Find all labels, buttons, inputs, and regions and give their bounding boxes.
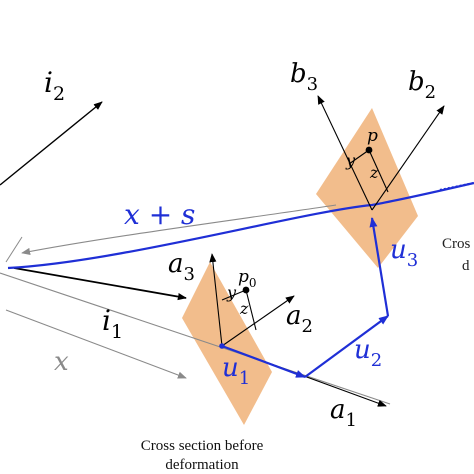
deformed-centerline — [7, 181, 474, 270]
caption-before-line1: Cross section before — [141, 438, 264, 454]
u1-displacement-arrow — [221, 344, 306, 379]
b2-axis-arrow — [371, 105, 445, 211]
x-arrow — [5, 309, 187, 379]
b2-label: b2 — [408, 67, 436, 103]
b3-axis-arrow — [317, 95, 373, 211]
i1-label: i1 — [102, 304, 123, 343]
i1-axis-arrow — [13, 267, 187, 301]
a3-axis-arrow — [209, 253, 223, 347]
cross-section-plane-before — [182, 262, 272, 425]
p0-point — [242, 286, 250, 294]
p0-offset-line-y — [221, 289, 247, 301]
y-label-after: y — [345, 151, 356, 170]
caption-after-line1: Cros — [442, 236, 471, 252]
i2-axis-arrow — [0, 101, 103, 186]
p-label: p — [367, 126, 378, 146]
a2-axis-arrow — [221, 295, 295, 347]
u3-label: u3 — [390, 235, 418, 271]
p0-label: p0 — [238, 267, 257, 290]
u1-origin-point — [219, 343, 225, 349]
reference-end-tick — [5, 236, 23, 263]
u1-label: u1 — [222, 353, 250, 389]
u2-label: u2 — [354, 335, 382, 371]
u2-displacement-arrow — [304, 315, 389, 378]
reference-axis-line — [0, 272, 391, 405]
cross-section-plane-after — [316, 108, 418, 268]
p0-offset-line-z — [245, 289, 257, 331]
u3-displacement-arrow — [369, 217, 390, 317]
x-label: x — [54, 347, 69, 377]
x-plus-s-label: x + s — [124, 198, 195, 231]
a1-label: a1 — [330, 395, 357, 431]
p-offset-line-z — [368, 149, 389, 193]
caption-after-line2: d — [462, 258, 470, 274]
b3-label: b3 — [290, 59, 318, 95]
z-label-before: z — [239, 299, 249, 318]
y-label-before: y — [226, 283, 237, 302]
a2-label: a2 — [286, 301, 313, 337]
i2-label: i2 — [44, 66, 65, 105]
a3-label: a3 — [168, 249, 195, 285]
p-point — [365, 146, 373, 154]
p-offset-line-y — [348, 149, 370, 165]
deformed-centerline-dash — [439, 181, 474, 192]
z-label-after: z — [369, 163, 379, 182]
caption-before-line2: deformation — [165, 457, 239, 473]
x-plus-s-arc-arrow — [21, 204, 337, 255]
